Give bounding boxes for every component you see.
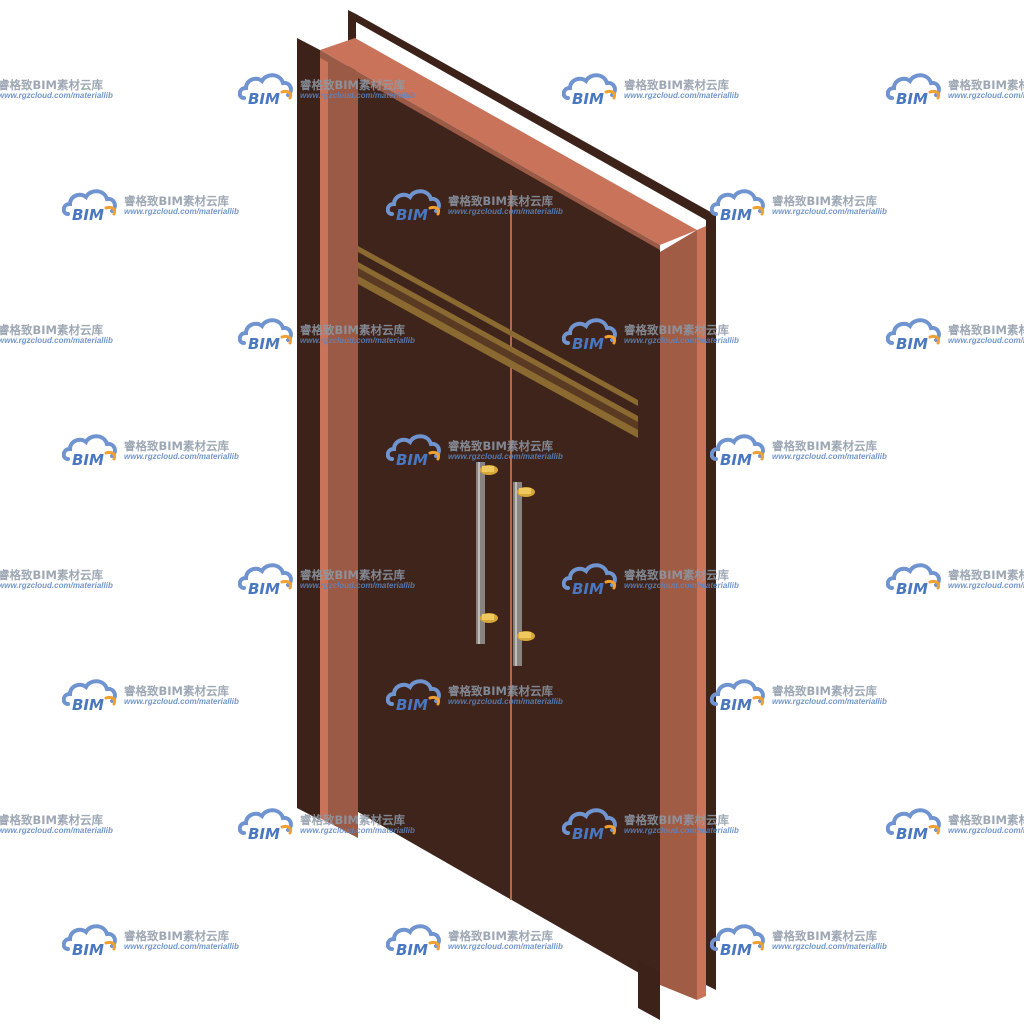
handle-right-bar <box>513 482 522 666</box>
handle-left-top-fitting <box>480 465 498 475</box>
glass-stripe-top <box>358 246 638 406</box>
door-frame-right-jamb <box>660 230 697 1000</box>
handle-left-bar <box>476 462 485 644</box>
handle-left-bar-highlight <box>478 462 480 644</box>
handle-right-bottom-fitting <box>517 631 535 641</box>
door-frame-left-jamb-edge <box>320 58 328 822</box>
door-frame-top-edge <box>320 50 660 252</box>
handle-left-bottom-fitting <box>480 613 498 623</box>
door-frame-left-jamb <box>320 58 358 838</box>
door-frame-left-post <box>297 38 320 820</box>
glass-stripe-middle-inner <box>358 268 638 430</box>
door-floor-stub <box>638 960 660 1020</box>
door-frame-right-jamb-face <box>697 226 706 1000</box>
handle-right-top-fitting <box>517 487 535 497</box>
handle-right-bar-highlight <box>515 482 517 666</box>
door-frame-top-face <box>320 38 697 245</box>
